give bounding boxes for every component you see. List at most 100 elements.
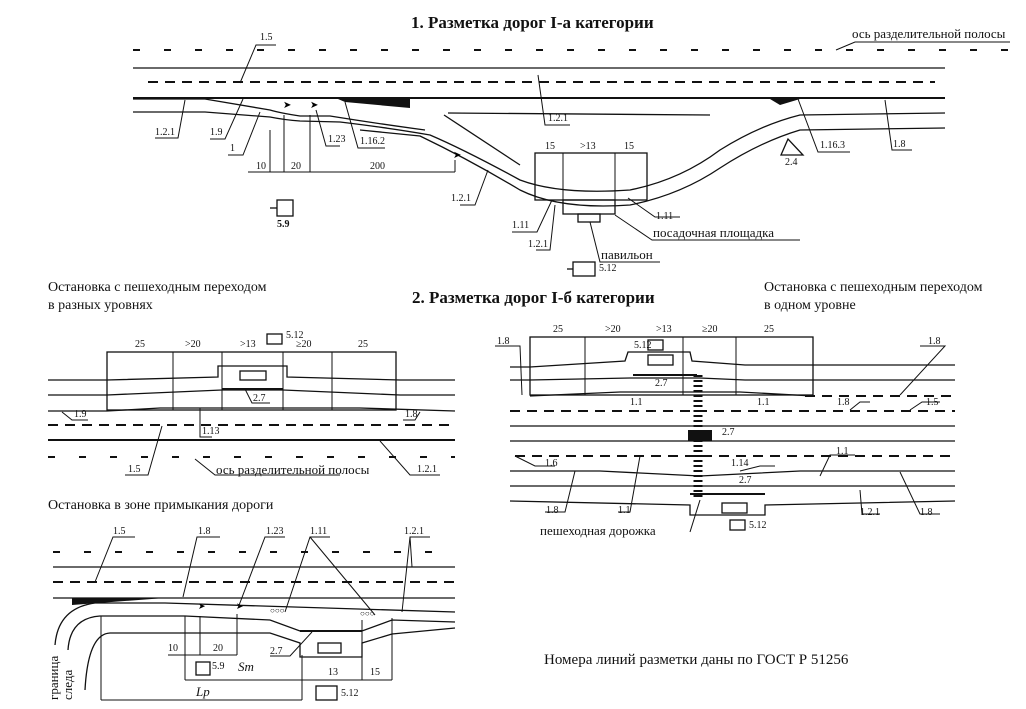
leader [194, 458, 340, 476]
dimension-label: 15 [624, 141, 634, 152]
marking-label: 1.2.1 [451, 193, 471, 204]
sign-5-12 [729, 519, 746, 531]
sign-2-4 [780, 137, 805, 156]
marking-label: 2.7 [722, 427, 735, 438]
leader [739, 465, 775, 472]
marking-label: 2.7 [655, 378, 668, 389]
sign-5-12 [266, 333, 283, 345]
marking-1-11: ○○○ [360, 609, 375, 618]
bay-line [48, 389, 455, 396]
marking-label: 2.7 [253, 393, 266, 404]
leader [409, 536, 413, 568]
leader [315, 109, 340, 147]
caption: в одном уровне [764, 298, 856, 313]
leader [618, 455, 641, 513]
marking-label: 1.16.3 [820, 140, 845, 151]
caption: в разных уровнях [48, 298, 153, 313]
dimension-label: >13 [580, 141, 596, 152]
platform-label: посадочная площадка [653, 225, 774, 240]
marking-label: 1.8 [920, 507, 933, 518]
leader [835, 41, 1010, 51]
marking-label: 1.23 [328, 134, 346, 145]
sign-label: 5.12 [286, 330, 304, 341]
dimension-label: 25 [553, 324, 563, 335]
arrow-marking: ➤ [236, 601, 244, 611]
dimension-label: Sт [238, 659, 254, 674]
marking-label: 1.14 [731, 458, 749, 469]
leader [210, 98, 244, 140]
leader [460, 169, 489, 206]
stop-zone-box [106, 351, 397, 411]
leader [614, 214, 800, 241]
leader [155, 99, 186, 139]
dimension-label: ≥20 [702, 324, 718, 335]
hatched-wedge-left [338, 99, 410, 108]
dimension-label: 200 [370, 161, 385, 172]
junction-curve [54, 602, 456, 646]
stop-single-level-road [495, 336, 956, 533]
edge-line [48, 407, 456, 412]
marking-label: 1.2.1 [155, 127, 175, 138]
dimension-label: 25 [764, 324, 774, 335]
bay-outer-line [133, 111, 946, 192]
leader [495, 345, 523, 396]
stop-multi-level-road [48, 333, 456, 476]
arrow-marking: ➤ [453, 150, 461, 161]
leader [589, 221, 660, 263]
bay-line [509, 500, 956, 516]
sign-5-12 [315, 685, 338, 701]
merge-line [133, 98, 426, 131]
stop-zone-box [529, 336, 814, 396]
dimension-label: ≥20 [296, 339, 312, 350]
crosswalk-island [688, 430, 712, 441]
hatched-wedge [72, 598, 165, 605]
dimension-label: 20 [291, 161, 301, 172]
leader [627, 197, 680, 218]
marking-label: 1.8 [198, 526, 211, 537]
stop-zone-box [534, 152, 648, 201]
marking-label: 1.23 [266, 526, 284, 537]
hatched-wedge-right [770, 99, 800, 105]
pavilion-box [647, 354, 674, 366]
dimension-label: >13 [656, 324, 672, 335]
leader [237, 536, 285, 609]
marking-label: 1.11 [512, 220, 530, 231]
marking-label: 1.11 [656, 211, 674, 222]
leader [689, 499, 701, 533]
sign-5-12 [572, 261, 596, 277]
platform-line [510, 351, 955, 368]
marking-label: 1.5 [113, 526, 126, 537]
sign-label: 5.9 [212, 661, 225, 672]
trace-boundary-label: граница следа [46, 655, 75, 700]
sign-label: 5.12 [341, 688, 359, 699]
sign-label: 5.12 [749, 520, 767, 531]
footpath-label: пешеходная дорожка [540, 523, 656, 538]
pavilion-box [239, 370, 267, 381]
leader [61, 411, 88, 421]
section1-road: ➤ ➤ ➤ [133, 41, 1010, 277]
marking-label: 1.8 [497, 336, 510, 347]
stop-junction-road: ➤ ➤ ○○○ ○○○ [53, 536, 456, 701]
pavilion-box [721, 502, 748, 514]
leader [344, 101, 385, 149]
marking-label: 1.8 [405, 409, 418, 420]
dimension-label: 15 [370, 667, 380, 678]
marking-label: 1.16.2 [360, 136, 385, 147]
sign-label: 2.4 [785, 157, 798, 168]
dimension-label: >20 [185, 339, 201, 350]
marking-label: 1.2.1 [528, 239, 548, 250]
leader [401, 536, 430, 613]
sign-5-12 [647, 339, 664, 351]
junction-curve [84, 627, 456, 691]
section1-title: 1. Разметка дорог I-а категории [411, 13, 654, 32]
marking-label: 1.1 [836, 446, 849, 457]
marking-label: 1.5 [128, 464, 141, 475]
leader [379, 440, 440, 476]
marking-label: 1.2.1 [548, 113, 568, 124]
leader [284, 536, 330, 613]
marking-label: 1.1 [630, 397, 643, 408]
marking-1-11: ○○○ [270, 606, 285, 615]
pavilion-label: павильон [601, 247, 653, 262]
dimension-label: >20 [605, 324, 621, 335]
sign-5-9 [195, 661, 211, 676]
